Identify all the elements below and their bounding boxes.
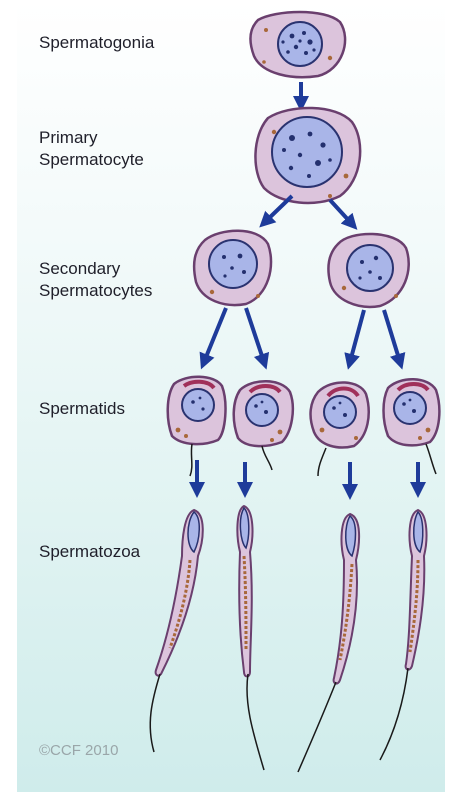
arrow-secondary-left-to-spermatid-2: [246, 308, 264, 362]
arrow-primary-to-secondary-right: [330, 200, 352, 224]
primary-spermatocyte-cell: [255, 108, 360, 203]
secondary-spermatocyte-left: [194, 231, 271, 305]
arrow-secondary-left-to-spermatid-1: [204, 308, 226, 362]
spermatid-2: [234, 381, 293, 470]
spermatogonia-cell: [251, 12, 346, 77]
diagram-canvas: Spermatogonia Primary Spermatocyte Secon…: [17, 0, 445, 792]
spermatid-4: [384, 379, 440, 474]
arrow-primary-to-secondary-left: [265, 196, 292, 222]
spermatozoon-4: [380, 510, 426, 760]
arrow-secondary-right-to-spermatid-3: [350, 310, 364, 362]
spermatozoon-2: [237, 506, 264, 770]
spermatozoon-3: [298, 514, 359, 772]
spermatogenesis-illustration: [17, 0, 445, 792]
arrow-secondary-right-to-spermatid-4: [384, 310, 400, 362]
spermatid-3: [311, 382, 369, 476]
secondary-spermatocyte-right: [328, 234, 408, 307]
spermatozoon-1: [150, 510, 203, 752]
